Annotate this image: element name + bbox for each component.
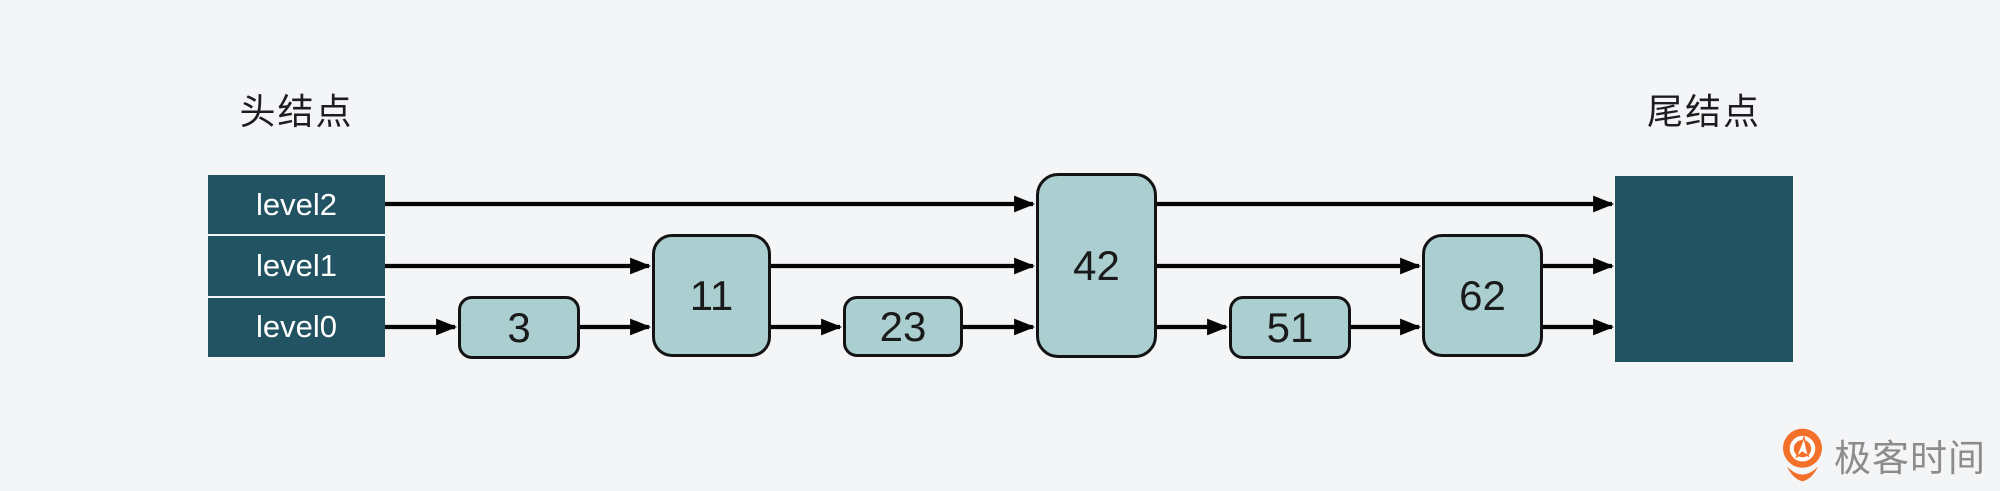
node-42: 42: [1036, 173, 1157, 358]
geektime-watermark: 极客时间: [1783, 428, 1986, 482]
geektime-logo-icon: [1783, 428, 1822, 482]
geektime-brand-text: 极客时间: [1834, 438, 1986, 479]
tail-node: [1615, 176, 1793, 362]
node-11: 11: [652, 234, 771, 357]
head-level2-cell: level2: [208, 175, 385, 235]
head-level0-cell: level0: [208, 297, 385, 357]
tail-node-label: 尾结点: [1646, 91, 1761, 132]
node-23: 23: [843, 296, 963, 357]
head-node: level2 level1 level0: [208, 175, 385, 357]
head-level1-cell: level1: [208, 236, 385, 296]
node-51: 51: [1229, 296, 1351, 359]
node-3: 3: [458, 296, 580, 359]
head-node-label: 头结点: [239, 91, 354, 132]
node-62: 62: [1422, 234, 1543, 357]
